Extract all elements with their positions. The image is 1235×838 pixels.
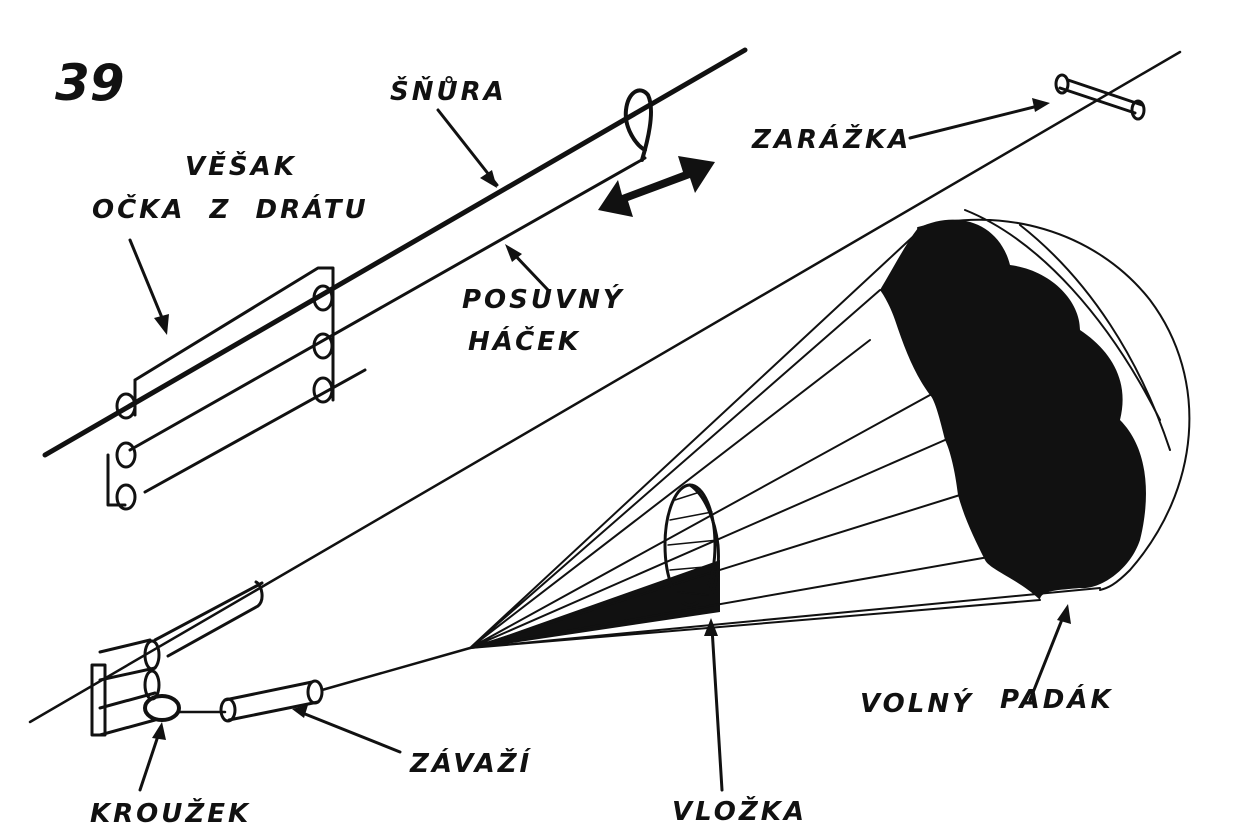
double-arrow-icon: [598, 156, 715, 217]
insert: [663, 483, 720, 607]
lower-line-assembly: [28, 50, 1191, 737]
label-vlozka: VLOŽKA: [672, 795, 807, 827]
arrow-snura: [436, 108, 499, 187]
shroud-lines: [469, 209, 1191, 649]
sliding-hook: [623, 88, 653, 162]
pointer-arrows: [128, 98, 1071, 792]
weight: [219, 679, 324, 723]
label-zavazi: ZÁVAŽÍ: [409, 747, 532, 779]
hook-rod: [153, 580, 264, 658]
ring: [143, 694, 181, 722]
label-krouzek: KROUŽEK: [90, 797, 251, 829]
arrow-krouzek: [138, 728, 162, 792]
arrow-zavazi: [298, 710, 402, 754]
ring-clip: [90, 638, 181, 737]
label-padak: PADÁK: [1000, 683, 1114, 715]
figure-number: 39: [55, 54, 125, 112]
label-vesak: VĚŠAK: [185, 150, 297, 182]
arrow-padak: [1028, 610, 1067, 702]
guide-line: [28, 50, 1182, 724]
label-volny: VOLNÝ: [860, 687, 974, 719]
rope-line: [42, 47, 748, 458]
arrow-vlozka: [710, 626, 724, 792]
labels: 39 ŠŇŮRA VĚŠAK OČKA Z DRÁTU POSUVNÝ HÁČE…: [55, 54, 1114, 829]
label-snura: ŠŇŮRA: [390, 75, 507, 107]
stopper: [1054, 73, 1146, 121]
label-hacek: HÁČEK: [468, 325, 581, 357]
weight-line: [320, 646, 472, 692]
lower-rod: [143, 368, 367, 494]
parachute-canopy: [880, 219, 1146, 600]
label-posuvny: POSUVNÝ: [462, 283, 625, 315]
label-zarazka: ZARÁŽKA: [751, 123, 911, 155]
wire-eyes: [115, 284, 334, 511]
sliding-hook-rod: [128, 156, 647, 452]
upper-rope-assembly: [42, 47, 748, 511]
arrow-ocka: [128, 238, 167, 327]
arrow-zarazka: [908, 103, 1044, 140]
label-ocka-z-dratu: OČKA Z DRÁTU: [92, 193, 369, 225]
hanger-frame: [133, 266, 335, 417]
suspension-bundle: [465, 560, 720, 650]
